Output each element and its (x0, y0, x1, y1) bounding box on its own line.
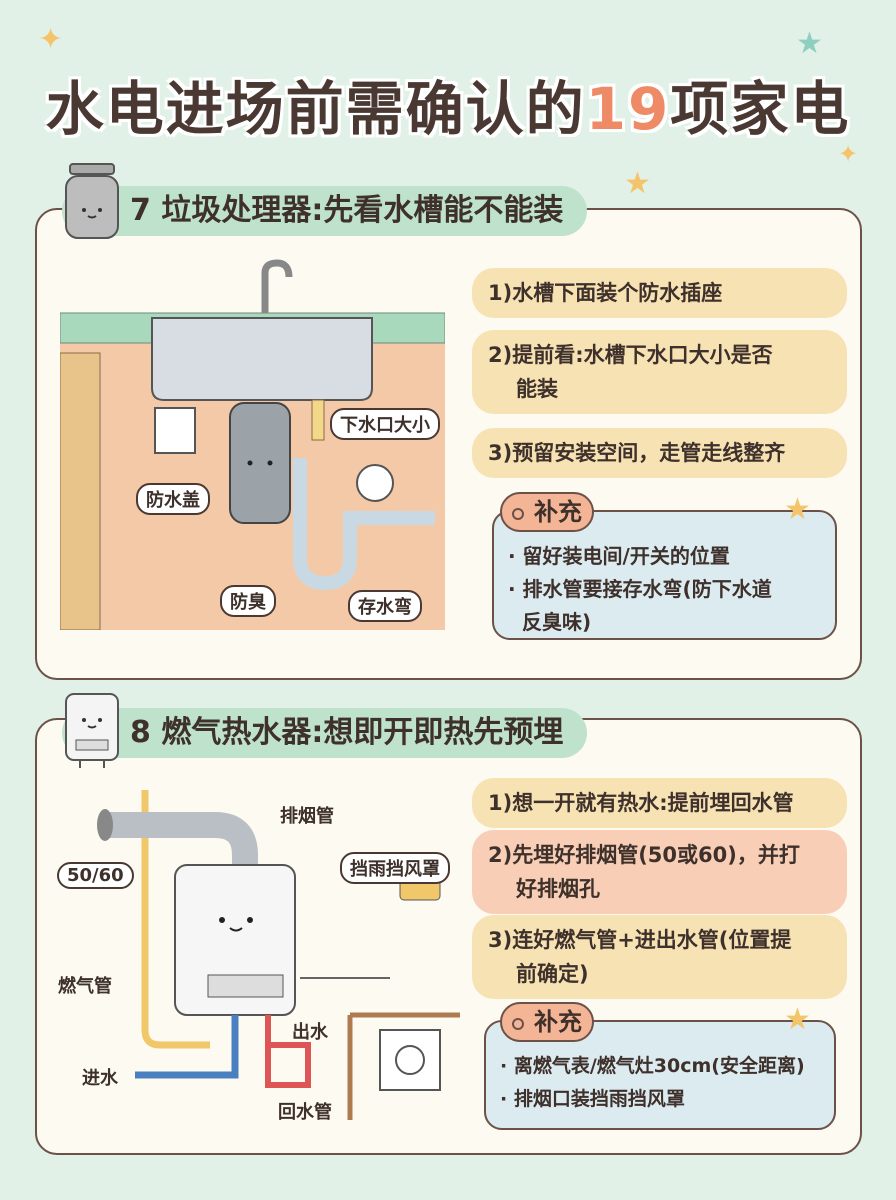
label-waterproof-cover: 防水盖 (136, 483, 210, 515)
section-heading: 8 燃气热水器:想即开即热先预埋 (62, 708, 588, 758)
label-gas-pipe: 燃气管 (58, 976, 112, 997)
sink-illustration (60, 259, 445, 630)
label-flue: 排烟管 (280, 806, 334, 827)
supplement-tag: 补充 (500, 492, 594, 532)
supplement-line: 反臭味) (522, 610, 592, 634)
label-anti-odor: 防臭 (220, 585, 276, 617)
label-water-inlet: 进水 (82, 1068, 118, 1089)
sparkle-icon: ✦ (38, 22, 64, 57)
star-icon: ★ (784, 1002, 811, 1037)
label-outlet-size: 下水口大小 (330, 408, 440, 440)
star-icon: ★ (796, 26, 823, 61)
label-pipe-size: 50/60 (57, 862, 134, 889)
water-heater-icon (65, 693, 119, 768)
label-trap: 存水弯 (348, 590, 422, 622)
tip-item: 1)水槽下面装个防水插座 (472, 268, 847, 318)
tip-item: 2)先埋好排烟管(50或60)，并打好排烟孔 (472, 830, 847, 914)
label-return-pipe: 回水管 (278, 1102, 332, 1123)
sparkle-icon: ✦ (838, 140, 859, 168)
tip-item: 3)预留安装空间，走管走线整齐 (472, 428, 847, 478)
label-water-outlet: 出水 (292, 1022, 328, 1043)
label-rain-hood: 挡雨挡风罩 (340, 852, 450, 884)
star-icon: ★ (624, 166, 651, 201)
supplement-line: · 离燃气表/燃气灶30cm(安全距离) (500, 1055, 805, 1077)
tip-item: 1)想一开就有热水:提前埋回水管 (472, 778, 847, 828)
section-heading: 7 垃圾处理器:先看水槽能不能装 (62, 186, 588, 236)
page-title: 水电进场前需确认的19项家电 (45, 75, 851, 143)
supplement-line: · 排烟口装挡雨挡风罩 (500, 1088, 685, 1110)
supplement-line: · 留好装电间/开关的位置 (508, 544, 730, 568)
supplement-line: · 排水管要接存水弯(防下水道 (508, 577, 772, 601)
tip-item: 2)提前看:水槽下水口大小是否能装 (472, 330, 847, 414)
supplement-tag: 补充 (500, 1002, 594, 1042)
tip-item: 3)连好燃气管+进出水管(位置提前确定) (472, 915, 847, 999)
garbage-disposer-icon (65, 163, 119, 239)
star-icon: ★ (784, 492, 811, 527)
